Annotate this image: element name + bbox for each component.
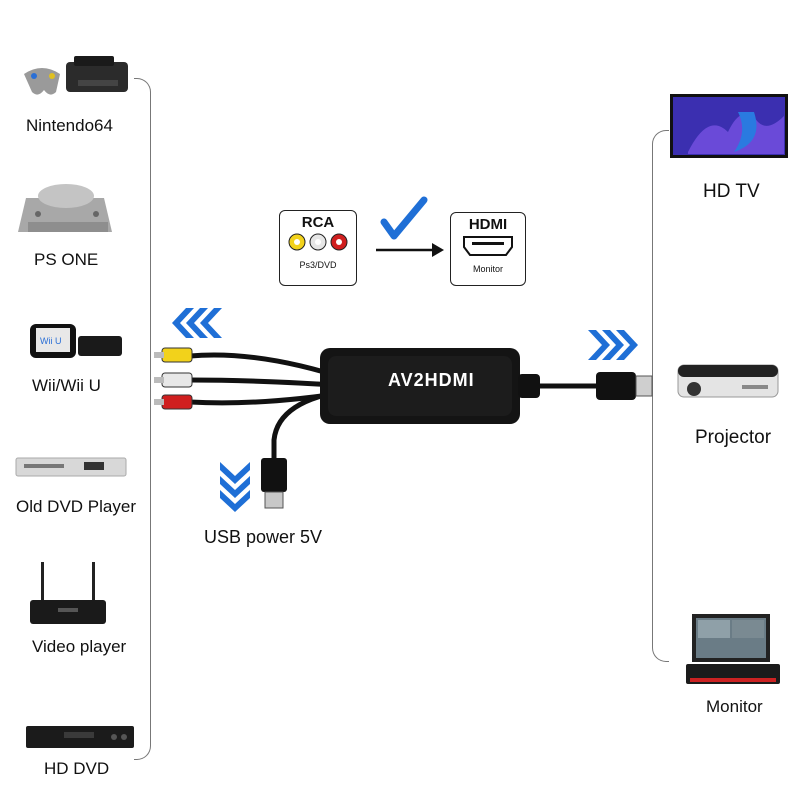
hdmi-output-box: HDMI Monitor xyxy=(450,212,526,286)
hd-dvd-icon xyxy=(26,726,134,748)
av2hdmi-adapter-diagram xyxy=(154,347,653,509)
rca-jacks-icon xyxy=(288,233,348,251)
wii-icon: Wii U xyxy=(30,324,122,358)
hdmi-sub-label: Monitor xyxy=(472,264,503,274)
game-console-icon xyxy=(24,56,128,95)
device-label-wii: Wii/Wii U xyxy=(32,376,101,395)
adapter-brand-label: AV2HDMI xyxy=(388,370,475,390)
tv-icon xyxy=(670,94,788,158)
device-label-old-dvd-player: Old DVD Player xyxy=(16,497,136,516)
left-devices-bracket xyxy=(134,78,151,760)
output-direction-chevrons-icon xyxy=(588,330,638,360)
router-player-icon xyxy=(30,562,106,624)
device-label-projector: Projector xyxy=(695,427,772,448)
device-label-monitor: Monitor xyxy=(706,697,763,716)
rca-sub-label: Ps3/DVD xyxy=(299,260,337,270)
hdmi-label: HDMI xyxy=(468,216,508,233)
rca-input-box: RCA Ps3/DVD xyxy=(279,210,357,286)
hdmi-port-icon xyxy=(463,236,513,256)
device-label-hd-dvd: HD DVD xyxy=(44,759,110,778)
svg-text:Wii U: Wii U xyxy=(40,336,62,346)
input-direction-chevrons-icon xyxy=(172,308,222,338)
projector-icon xyxy=(677,364,779,398)
checkmark-arrow-icon xyxy=(376,196,444,257)
dvd-player-icon xyxy=(15,457,127,477)
usb-direction-chevrons-icon xyxy=(220,462,250,512)
device-label-hd-tv: HD TV xyxy=(703,181,760,202)
rca-label: RCA xyxy=(301,214,335,231)
playstation-icon xyxy=(18,184,112,232)
device-label-video-player: Video player xyxy=(32,637,127,656)
usb-power-label: USB power 5V xyxy=(204,527,323,547)
device-label-nintendo64: Nintendo64 xyxy=(26,116,113,135)
monitor-icon xyxy=(686,614,780,684)
device-label-ps-one: PS ONE xyxy=(34,250,99,269)
